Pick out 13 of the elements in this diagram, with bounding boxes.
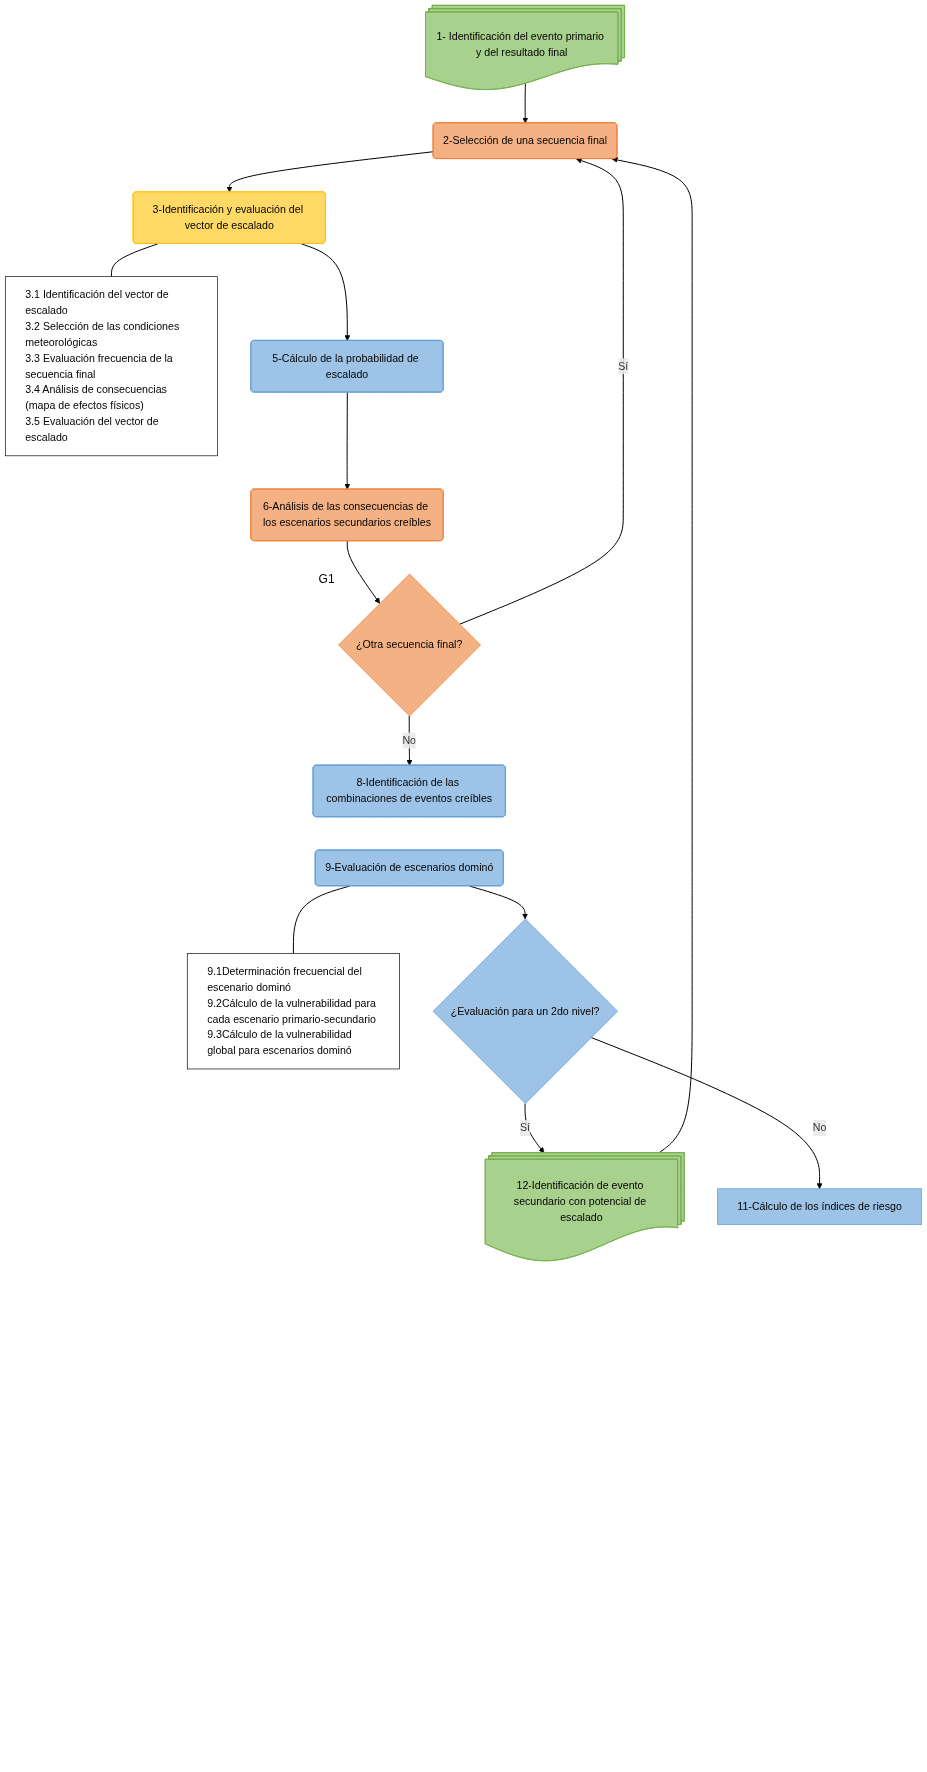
node-diamond: ¿Evaluación para un 2do nivel? [432,918,618,1104]
edge-label: No [812,1122,827,1134]
node-box: 3.1 Identificación del vector de escalado 3.2 Selección de las condiciones meteorológicas 3.3 Evaluación frecuencia de la secuencia final 3.4 Análisis de consecuencias (mapa de efectos físicos) 3.5 Evaluación del vector de escalado [4,276,218,457]
edge-label: Sí [520,1122,531,1134]
edge-label: No [402,734,417,746]
node-box: 9.1Determinación frecuencial del escenario dominó 9.2Cálculo de la vulnerabilidad para cada escenario primario-secundario 9.3Cálculo de la vulnerabilidad global para escenarios dominó [186,953,400,1070]
arrow [344,391,351,490]
node-box: 11-Cálculo de los índices de riesgo [717,1188,923,1225]
edge-label: Sí [618,360,629,372]
node-diamond: ¿Otra secuencia final? [338,573,481,717]
connector [292,885,350,955]
connector [110,243,159,278]
node-caption: G1 [318,572,335,587]
